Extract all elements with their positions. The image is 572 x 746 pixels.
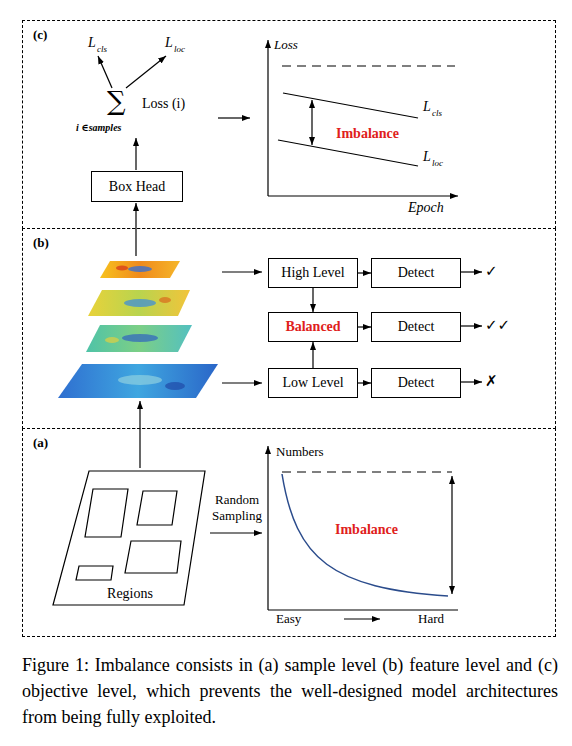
- flow-arrow: [358, 272, 371, 273]
- axis-label: Easy: [276, 612, 301, 625]
- panel-label: (c): [33, 28, 47, 41]
- region-box: [125, 541, 181, 573]
- feature-map: [86, 325, 192, 352]
- heat-spot: [116, 266, 128, 271]
- loss-subscript: loc: [432, 159, 443, 168]
- level-box: High Level: [268, 258, 358, 288]
- dashed-limit: [282, 471, 452, 472]
- distribution-curve: [282, 474, 448, 596]
- heat-spot: [122, 334, 158, 342]
- arrow-line: [461, 381, 482, 382]
- loss-symbol: L: [88, 36, 96, 50]
- box-label: Regions: [107, 587, 153, 601]
- region-box: [137, 491, 177, 525]
- axis-label: Loss: [274, 38, 298, 51]
- sum-index: i ∈samples: [76, 123, 121, 133]
- sampling-label: Random Sampling: [202, 492, 272, 525]
- axis-label: Epoch: [408, 201, 444, 215]
- loss-subscript: cls: [432, 109, 442, 118]
- double-arrow: [311, 100, 312, 145]
- arrow-line: [135, 138, 136, 170]
- arrow-line: [126, 56, 166, 88]
- arrow-line: [461, 271, 482, 272]
- heat-spot: [105, 337, 119, 343]
- dashed-limit: [282, 65, 455, 66]
- arrow-line: [222, 382, 262, 383]
- detect-box: Detect: [371, 368, 461, 398]
- cross-mark: ✗: [485, 374, 498, 389]
- sum-symbol: ∑: [107, 88, 126, 114]
- arrow-line: [210, 532, 262, 533]
- heat-spot: [165, 382, 185, 390]
- flow-arrow: [312, 342, 313, 368]
- flow-arrow: [358, 326, 371, 327]
- chart-axis: [267, 446, 268, 610]
- chart-axis: [267, 40, 268, 196]
- arrow-line: [461, 325, 482, 326]
- box-label: Detect: [398, 266, 435, 280]
- loss-subscript: cls: [97, 45, 107, 54]
- detect-box: Detect: [371, 258, 461, 288]
- heat-spot: [128, 266, 152, 272]
- axis-label: Numbers: [276, 445, 324, 458]
- loss-subscript: loc: [174, 45, 185, 54]
- panel-label: (b): [33, 236, 49, 249]
- feature-map: [88, 290, 190, 316]
- region-box: [76, 566, 113, 580]
- chart-axis: [268, 195, 458, 196]
- imbalance-label: Imbalance: [336, 127, 399, 141]
- box-label: High Level: [281, 266, 344, 280]
- arrow-line: [344, 618, 380, 619]
- panel-label: (a): [33, 436, 48, 449]
- heat-spot: [118, 375, 162, 385]
- arrow-line: [98, 56, 112, 88]
- heat-spot: [124, 299, 156, 307]
- balanced-box: Balanced: [268, 312, 358, 342]
- detect-box: Detect: [371, 312, 461, 342]
- box-label: Detect: [398, 376, 435, 390]
- arrow-line: [139, 401, 140, 468]
- arrow-line: [135, 203, 136, 256]
- heat-spot: [159, 297, 171, 303]
- box-label: Detect: [398, 320, 435, 334]
- loss-symbol: L: [423, 150, 431, 164]
- loss-term: Loss (i): [142, 97, 185, 111]
- arrow-line: [218, 117, 250, 118]
- chart-axis: [268, 609, 458, 610]
- regions-sheet: Regions: [51, 467, 209, 609]
- level-box: Low Level: [268, 368, 358, 398]
- panel-band: (a) Regions: [22, 428, 556, 637]
- arrow-line: [222, 271, 262, 272]
- loss-symbol: L: [165, 36, 173, 50]
- box-label: Low Level: [282, 376, 343, 390]
- loss-line: [278, 140, 418, 166]
- loss-symbol: L: [423, 100, 431, 114]
- check-mark: ✓: [485, 264, 498, 279]
- box-label: Box Head: [109, 180, 165, 194]
- feature-map: [58, 364, 218, 398]
- loss-line: [283, 93, 418, 118]
- box-label: Balanced: [285, 320, 340, 334]
- feature-map: [100, 261, 180, 278]
- flow-arrow: [312, 288, 313, 312]
- figure-caption: Figure 1: Imbalance consists in (a) samp…: [22, 652, 558, 730]
- axis-label: Hard: [418, 612, 444, 625]
- panel-band: (b)High LevelDetectBalancedDetectLow Lev…: [22, 228, 556, 429]
- imbalance-label: Imbalance: [335, 523, 398, 537]
- region-box: [85, 489, 128, 537]
- double-arrow: [451, 476, 452, 594]
- sheet-border: [53, 471, 205, 605]
- box-head: Box Head: [91, 171, 183, 202]
- flow-arrow: [358, 382, 371, 383]
- check-mark: ✓✓: [485, 318, 510, 333]
